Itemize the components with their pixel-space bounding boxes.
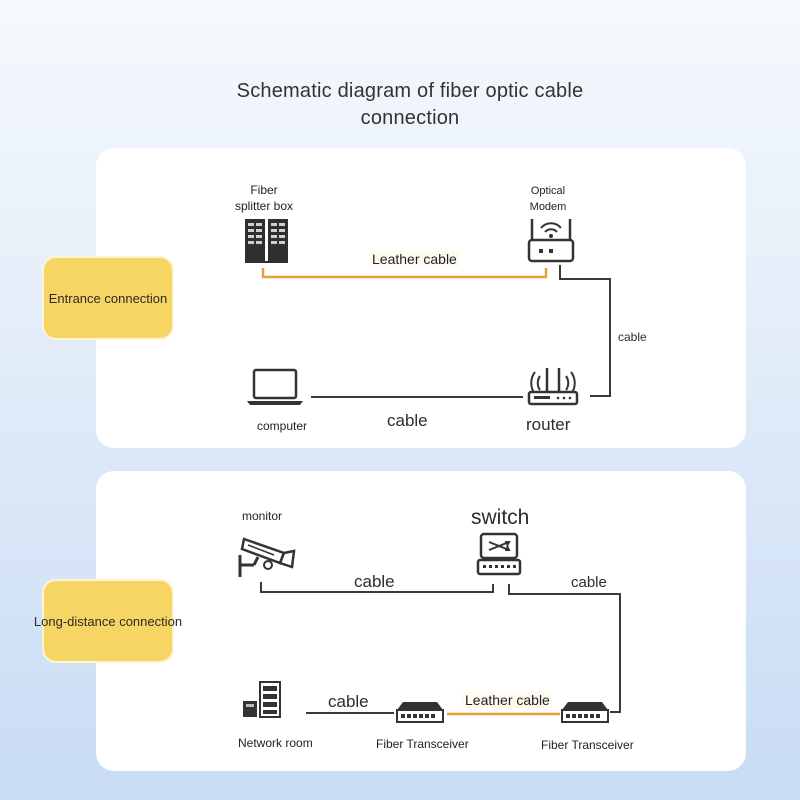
router-icon: [527, 368, 579, 406]
optical-modem-icon: [527, 219, 575, 263]
leather-cable-line: [261, 268, 548, 279]
leather-cable-label-2: Leather cable: [463, 692, 552, 708]
switch-transceiver-cable-line: [508, 584, 621, 713]
fiber-splitter-box-icon: [245, 219, 288, 263]
monitor-label: monitor: [242, 509, 283, 523]
fiber-transceiver-icon-1: [396, 702, 444, 723]
cable-label-right: cable: [618, 330, 647, 344]
fiber-transceiver-icon-2: [561, 702, 609, 723]
diagram-title: Schematic diagram of fiber optic cable c…: [236, 80, 584, 129]
fiber-splitter-box-label: Fiber splitter box: [234, 183, 294, 213]
fiber-transceiver-label-2: Fiber Transceiver: [541, 738, 634, 752]
network-switch-icon: [476, 532, 522, 576]
cable-label-right-2: cable: [571, 574, 607, 591]
security-camera-icon: [238, 537, 296, 577]
network-room-label: Network room: [238, 736, 313, 750]
router-label: router: [526, 415, 571, 434]
switch-label: switch: [471, 506, 530, 529]
computer-label: computer: [257, 419, 308, 433]
optical-modem-label: Optical Modem: [529, 185, 567, 213]
cable-label-bottom-2: cable: [328, 692, 369, 711]
computer-icon: [247, 368, 303, 405]
leather-cable-label: Leather cable: [370, 251, 459, 267]
fiber-transceiver-label-1: Fiber Transceiver: [376, 737, 469, 751]
cable-label-left: cable: [354, 572, 395, 591]
long-distance-connection-tag: Long-distance connection: [34, 579, 182, 663]
cable-label-bottom: cable: [387, 411, 428, 430]
monitor-switch-cable-line: [260, 582, 494, 593]
modem-router-cable-line: [559, 265, 611, 397]
network-room-icon: [243, 681, 281, 718]
entrance-connection-tag: Entrance connection: [42, 256, 174, 340]
